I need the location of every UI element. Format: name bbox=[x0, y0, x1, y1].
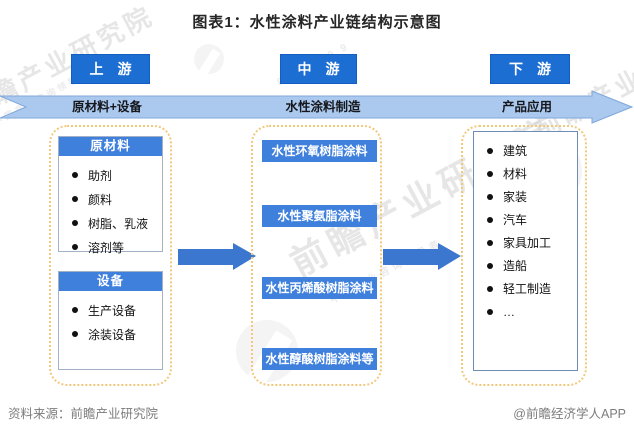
list-item-label: 造船 bbox=[503, 259, 528, 273]
list-item: 涂装设备 bbox=[72, 322, 158, 346]
equipment-header: 设备 bbox=[59, 272, 162, 291]
list-item-label: 助剂 bbox=[88, 168, 113, 183]
list-item: 材料 bbox=[487, 162, 573, 185]
product-box-polyurethane: 水性聚氨脂涂料 bbox=[262, 205, 377, 227]
bullet-icon bbox=[72, 172, 78, 178]
list-item-label: 颜料 bbox=[88, 192, 113, 207]
applications-list: 建筑 材料 家装 汽车 家具加工 造船 轻工制造 … bbox=[474, 132, 577, 323]
source-note: 资料来源：前瞻产业研究院 bbox=[8, 407, 159, 421]
bullet-icon bbox=[72, 196, 78, 202]
raw-materials-box: 原材料 助剂 颜料 树脂、乳液 溶剂等 bbox=[58, 136, 163, 255]
bullet-icon bbox=[487, 193, 493, 200]
bullet-icon bbox=[72, 307, 78, 313]
band-label-upstream: 原材料+设备 bbox=[72, 100, 142, 114]
bullet-icon bbox=[487, 216, 493, 223]
bullet-icon bbox=[487, 170, 493, 177]
bullet-icon bbox=[487, 285, 493, 292]
bullet-icon bbox=[487, 308, 493, 315]
downstream-container bbox=[461, 125, 587, 386]
list-item: 助剂 bbox=[72, 163, 158, 187]
list-item: 轻工制造 bbox=[487, 277, 573, 300]
bullet-icon bbox=[487, 262, 493, 269]
list-item: 家具加工 bbox=[487, 231, 573, 254]
flow-arrow-midstream-to-downstream bbox=[383, 243, 461, 270]
product-box-epoxy: 水性环氧树脂涂料 bbox=[262, 140, 377, 162]
list-item-label: 涂装设备 bbox=[88, 327, 137, 342]
credit-note: @前瞻经济学人APP bbox=[513, 407, 626, 421]
list-item-label: 溶剂等 bbox=[88, 240, 125, 255]
list-item: … bbox=[487, 300, 573, 323]
midstream-container bbox=[251, 125, 382, 386]
list-item-label: 材料 bbox=[503, 167, 528, 181]
stage-box-downstream: 下 游 bbox=[490, 54, 570, 84]
list-item: 汽车 bbox=[487, 208, 573, 231]
list-item: 树脂、乳液 bbox=[72, 211, 158, 235]
page-title: 图表1：水性涂料产业链结构示意图 bbox=[192, 14, 442, 31]
bullet-icon bbox=[487, 147, 493, 154]
flow-arrow-upstream-to-midstream bbox=[178, 243, 256, 270]
stage-box-upstream: 上 游 bbox=[71, 54, 150, 84]
list-item-label: 家装 bbox=[503, 190, 528, 204]
list-item: 家装 bbox=[487, 185, 573, 208]
list-item-label: 轻工制造 bbox=[503, 282, 552, 296]
band-label-midstream: 水性涂料制造 bbox=[285, 100, 361, 114]
list-item-label: 家具加工 bbox=[503, 236, 552, 250]
product-box-alkyd: 水性醇酸树脂涂料等 bbox=[262, 348, 377, 370]
stage-box-midstream: 中 游 bbox=[280, 54, 357, 84]
upstream-container bbox=[49, 125, 172, 386]
raw-materials-header: 原材料 bbox=[59, 137, 162, 156]
list-item-label: … bbox=[503, 304, 515, 319]
list-item-label: 生产设备 bbox=[88, 303, 137, 318]
product-box-acrylic: 水性丙烯酸树脂涂料 bbox=[262, 277, 377, 299]
list-item-label: 汽车 bbox=[503, 213, 528, 227]
list-item: 溶剂等 bbox=[72, 235, 158, 259]
bullet-icon bbox=[72, 331, 78, 337]
raw-materials-list: 助剂 颜料 树脂、乳液 溶剂等 bbox=[59, 156, 162, 259]
watermark-logo-circle bbox=[194, 44, 224, 74]
bullet-icon bbox=[72, 220, 78, 226]
equipment-list: 生产设备 涂装设备 bbox=[59, 291, 162, 346]
list-item: 建筑 bbox=[487, 139, 573, 162]
list-item: 生产设备 bbox=[72, 298, 158, 322]
band-label-downstream: 产品应用 bbox=[501, 100, 552, 114]
bullet-icon bbox=[487, 239, 493, 246]
list-item-label: 建筑 bbox=[503, 144, 528, 158]
equipment-box: 设备 生产设备 涂装设备 bbox=[58, 271, 163, 370]
bullet-icon bbox=[72, 244, 78, 250]
list-item-label: 树脂、乳液 bbox=[88, 216, 149, 231]
applications-box: 建筑 材料 家装 汽车 家具加工 造船 轻工制造 … bbox=[473, 131, 578, 371]
list-item: 造船 bbox=[487, 254, 573, 277]
list-item: 颜料 bbox=[72, 187, 158, 211]
